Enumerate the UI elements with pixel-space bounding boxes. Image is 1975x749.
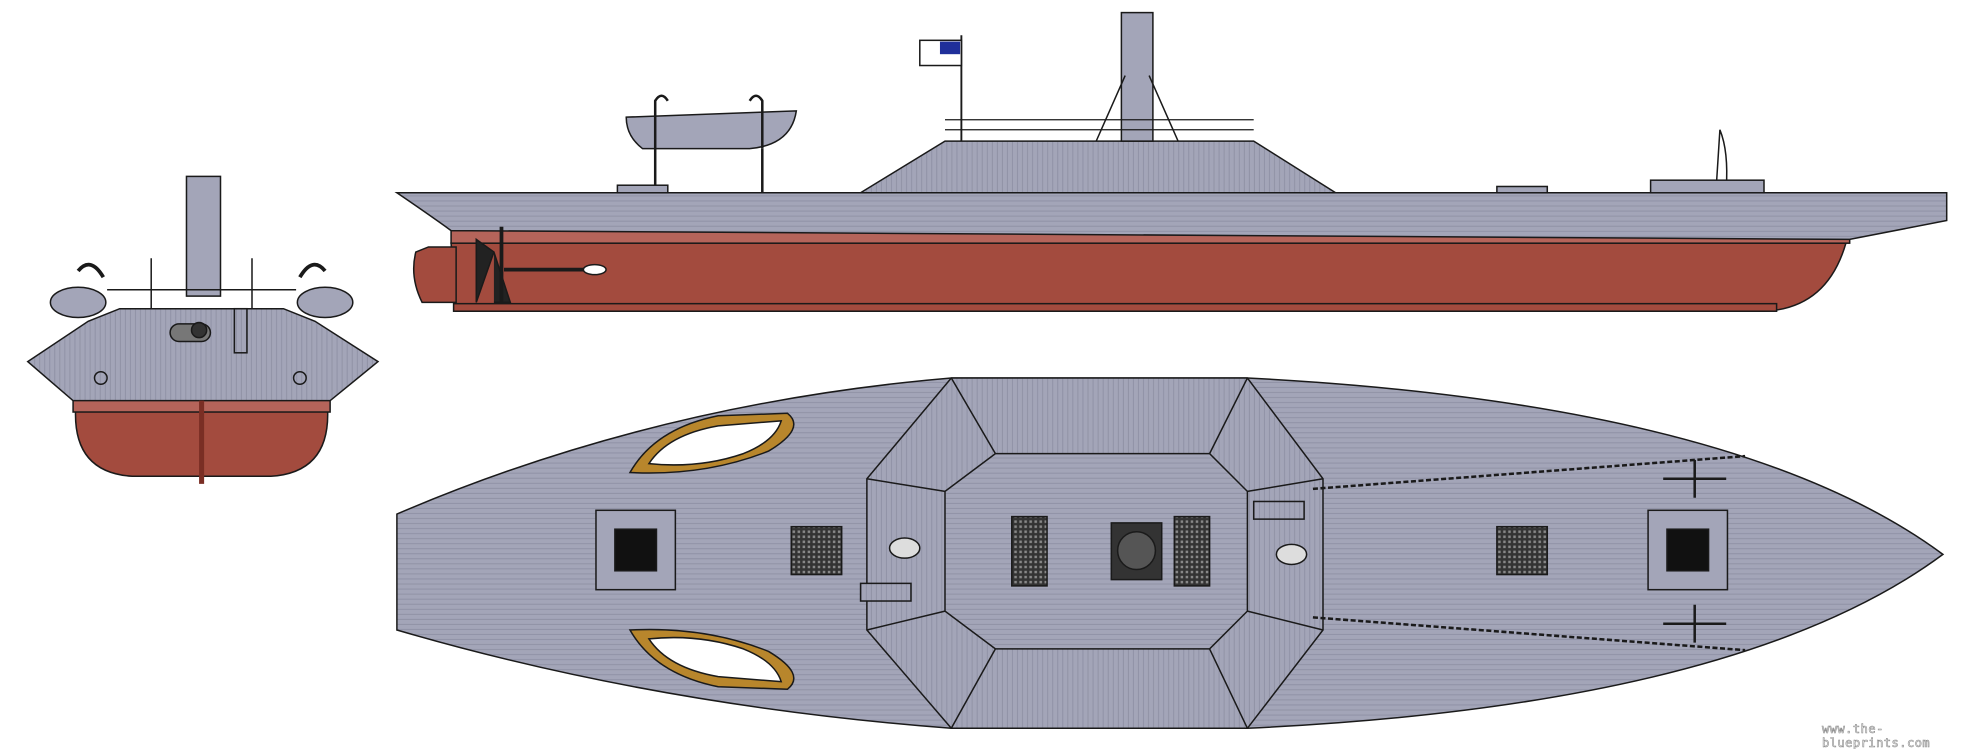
side-casemate [857, 140, 1339, 194]
front-view [26, 175, 380, 484]
front-casemate [26, 307, 380, 402]
side-hull-red [450, 242, 1847, 312]
side-boat [625, 110, 798, 150]
top-plan [396, 377, 1945, 730]
side-funnel [1120, 11, 1154, 142]
front-boat-left [49, 286, 107, 319]
side-armor-deck [394, 192, 1948, 241]
front-boat-right [296, 286, 354, 319]
side-rudder [412, 246, 457, 304]
casemate-roof [944, 452, 1249, 650]
aft-hatch [595, 509, 677, 591]
anchor-chain-bottom [1312, 616, 1746, 652]
railing [944, 119, 1254, 131]
front-funnel [185, 175, 222, 297]
watermark: www.the-blueprints.com [1822, 722, 1931, 749]
side-profile [394, 11, 1948, 312]
anchor-chain-top [1312, 454, 1746, 491]
